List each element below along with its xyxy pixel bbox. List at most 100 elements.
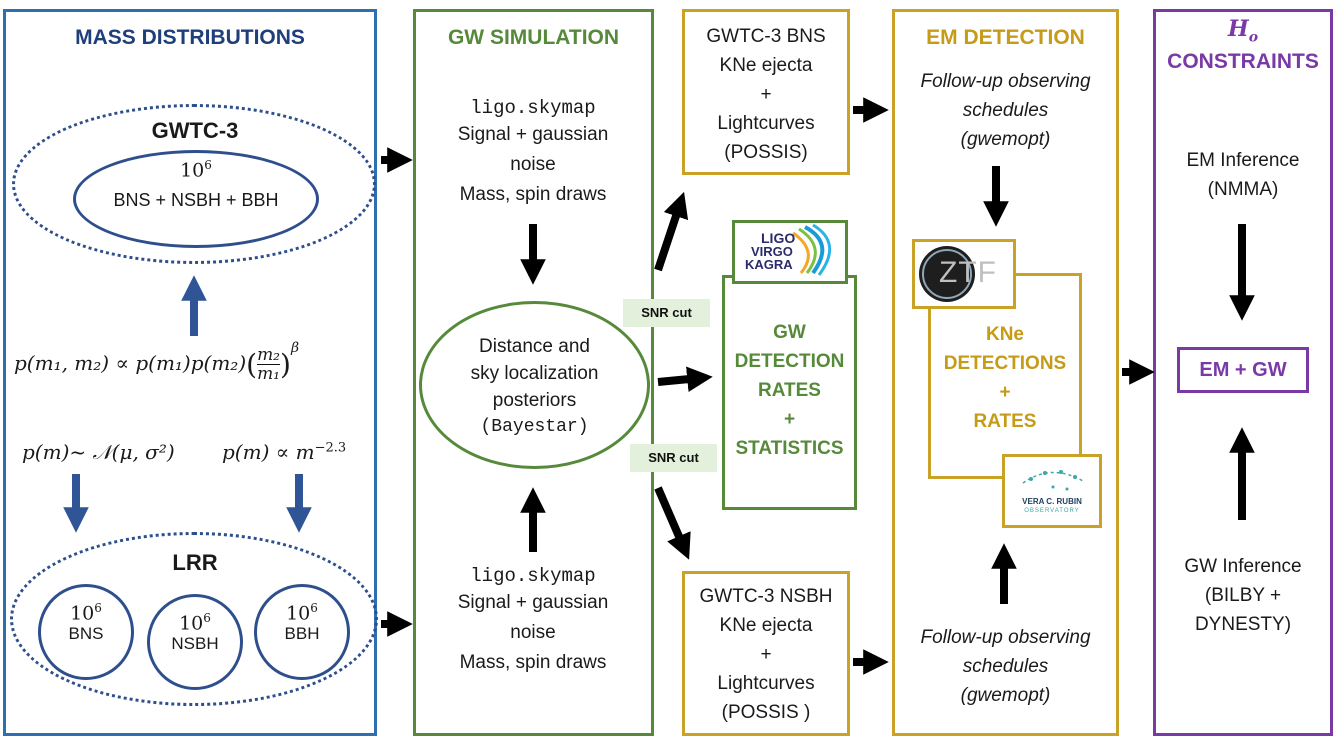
gwtc3-sample-count: 106 (150, 158, 242, 181)
ligo-virgo-kagra-logo: LIGO VIRGO KAGRA (732, 220, 848, 284)
ztf-logo: ZTF (912, 239, 1016, 309)
pairing-fraction-numerator: m₂ (257, 345, 280, 365)
lrr-population-ellipse (10, 532, 378, 706)
em-bottom-sched-line-2: schedules (962, 656, 1049, 677)
gw-detection-line-3: RATES (758, 380, 821, 401)
lrr-nsbh-count-base: 10 (179, 612, 204, 635)
nsbh-line-4: Lightcurves (717, 673, 815, 694)
ho-symbol-sub: o (1248, 29, 1259, 46)
posterior-ellipse (419, 301, 650, 469)
rubin-constellation-icon (1022, 470, 1084, 491)
gw-detection-line-2: DETECTION (734, 351, 845, 372)
gwtc3-bns-box: GWTC-3 BNS KNe ejecta + Lightcurves (POS… (682, 9, 850, 175)
posterior-text: Distance and sky localization posteriors… (424, 333, 645, 440)
ligo-swoosh-icon (792, 223, 832, 276)
nsbh-line-1: GWTC-3 NSBH (699, 586, 833, 607)
gw-inference-line-1: GW Inference (1184, 556, 1302, 577)
bns-line-2: KNe ejecta (719, 55, 813, 76)
gw-detection-text: GW DETECTION RATES + STATISTICS (725, 318, 854, 463)
kne-line-4: RATES (973, 411, 1037, 432)
powerlaw-eq-main: p(m) ∝ m (222, 440, 315, 464)
gw-sim-bottom-line-1: Signal + gaussian (457, 592, 609, 613)
em-gw-combined-box: EM + GW (1177, 347, 1309, 393)
em-inference: EM Inference (NMMA) (1158, 146, 1328, 204)
em-bottom-schedule: Follow-up observing schedules (gwemopt) (896, 623, 1115, 710)
nsbh-line-5: (POSSIS ) (721, 702, 811, 723)
gwtc3-count-exponent: 6 (204, 158, 212, 172)
lrr-nsbh-count: 106 (150, 611, 240, 634)
arrow-posterior-to-nsbh (654, 486, 691, 560)
gwtc3-count-base: 10 (180, 159, 205, 182)
lrr-nsbh-label: NSBH (171, 634, 219, 654)
nsbh-line-3: + (760, 644, 772, 665)
pairing-eq-main: p(m₁, m₂) ∝ p(m₁)p(m₂) (14, 351, 247, 375)
lrr-nsbh-circle: 106 NSBH (147, 594, 243, 690)
ho-constraints-panel (1153, 9, 1333, 736)
gw-sim-top-block: ligo.skymap Signal + gaussian noise Mass… (420, 94, 646, 207)
em-bottom-sched-line-3: (gwemopt) (960, 685, 1051, 706)
lrr-bns-count-exp: 6 (94, 601, 102, 615)
gw-sim-bottom-tool: ligo.skymap (470, 565, 596, 587)
bns-line-4: Lightcurves (717, 113, 815, 134)
gwtc3-population-ellipse (12, 104, 376, 264)
lrr-bbh-count: 106 (257, 601, 347, 624)
gw-sim-top-line-1: Signal + gaussian (457, 124, 609, 145)
kne-detections-text: KNe DETECTIONS + RATES (931, 320, 1079, 436)
posterior-tool: (Bayestar) (480, 417, 589, 437)
ho-constraints-title: CONSTRAINTS (1167, 50, 1319, 73)
em-top-sched-line-3: (gwemopt) (960, 129, 1051, 150)
lrr-bbh-count-exp: 6 (310, 601, 318, 615)
lrr-bbh-circle: 106 BBH (254, 584, 350, 680)
gaussian-mass-distribution: p(m)~ 𝒩(μ, σ²) (22, 440, 175, 464)
gwtc3-label: GWTC-3 (151, 118, 239, 143)
em-gw-combined-label: EM + GW (1199, 359, 1287, 381)
em-top-sched-line-1: Follow-up observing (920, 71, 1091, 92)
em-detection-title: EM DETECTION (926, 26, 1085, 49)
pairing-exponent: β (290, 340, 300, 356)
gw-inference: GW Inference (BILBY + DYNESTY) (1158, 552, 1328, 639)
ho-symbol: Ho (1153, 16, 1333, 45)
gw-detection-box: GW DETECTION RATES + STATISTICS (722, 275, 857, 510)
mass-distributions-title: MASS DISTRIBUTIONS (75, 26, 305, 49)
ho-symbol-h: H (1227, 16, 1249, 42)
gw-sim-bottom-line-3: Mass, spin draws (459, 652, 607, 673)
arrow-posterior-to-gw-detection (657, 366, 713, 392)
nsbh-line-2: KNe ejecta (719, 615, 813, 636)
gw-sim-bottom-block: ligo.skymap Signal + gaussian noise Mass… (420, 562, 646, 675)
lrr-bns-circle: 106 BNS (38, 584, 134, 680)
em-top-sched-line-2: schedules (962, 100, 1049, 121)
gwtc3-nsbh-box: GWTC-3 NSBH KNe ejecta + Lightcurves (PO… (682, 571, 850, 736)
gw-sim-top-line-3: Mass, spin draws (459, 184, 607, 205)
powerlaw-mass-distribution: p(m) ∝ m−2.3 (222, 440, 346, 464)
gw-detection-line-4: + (783, 409, 796, 430)
em-inference-line-1: EM Inference (1186, 150, 1300, 171)
gw-sim-bottom-line-2: noise (510, 622, 556, 643)
rubin-logo-line-2: OBSERVATORY (1024, 508, 1080, 514)
posterior-line-2: sky localization (470, 363, 599, 384)
lrr-nsbh-count-exp: 6 (203, 611, 211, 625)
lrr-label: LRR (172, 550, 218, 575)
gwtc3-samples-ellipse (73, 150, 319, 248)
lrr-bns-label: BNS (68, 624, 104, 644)
bns-line-5: (POSSIS) (724, 142, 808, 163)
gwtc3-bns-text: GWTC-3 BNS KNe ejecta + Lightcurves (POS… (685, 22, 847, 167)
em-top-schedule: Follow-up observing schedules (gwemopt) (896, 67, 1115, 154)
lrr-bbh-count-base: 10 (286, 602, 311, 625)
bns-line-3: + (760, 84, 772, 105)
ztf-emblem-icon (919, 246, 975, 302)
ztf-logo-text: ZTF (939, 256, 997, 289)
arrow-posterior-to-bns (654, 191, 689, 272)
kne-line-2: DETECTIONS (943, 353, 1067, 374)
rubin-logo-line-1: VERA C. RUBIN (1022, 497, 1082, 506)
gw-inference-line-3: DYNESTY) (1194, 614, 1292, 635)
gw-sim-top-line-2: noise (510, 154, 556, 175)
pairing-fraction-denominator: m₁ (257, 364, 280, 384)
gw-inference-line-2: (BILBY + (1204, 585, 1282, 606)
rubin-observatory-logo: VERA C. RUBIN OBSERVATORY (1002, 454, 1102, 528)
gwtc3-types: BNS + NSBH + BBH (113, 190, 279, 210)
snr-cut-bottom-label: SNR cut (630, 444, 717, 472)
lrr-bbh-label: BBH (284, 624, 320, 644)
